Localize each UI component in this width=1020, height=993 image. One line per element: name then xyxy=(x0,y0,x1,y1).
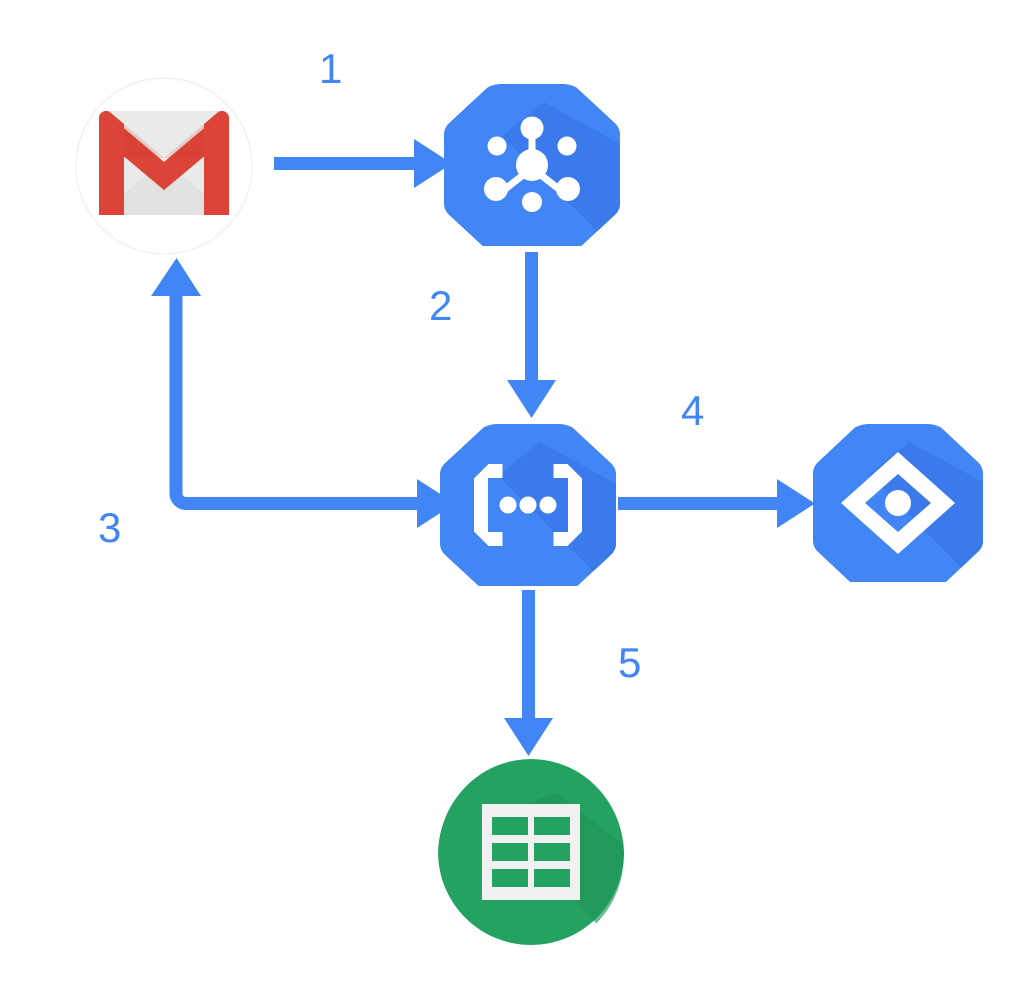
edges-layer xyxy=(151,139,815,756)
node-gmail-hit[interactable] xyxy=(76,78,252,254)
node-cloud-natural-language-hit[interactable] xyxy=(813,424,983,582)
node-cloud-functions-hit[interactable] xyxy=(440,424,616,586)
step-label-2: 2 xyxy=(429,282,453,329)
step-label-4: 4 xyxy=(681,387,705,434)
edge-4-functions-to-natural-language xyxy=(618,479,815,528)
edge-1-gmail-to-pubsub xyxy=(274,139,452,188)
step-label-5: 5 xyxy=(618,639,642,686)
node-cloud-pubsub-hit[interactable] xyxy=(444,84,620,246)
step-label-1: 1 xyxy=(319,45,343,92)
node-gmail xyxy=(75,77,253,255)
edge-3-functions-to-gmail xyxy=(151,258,455,528)
edge-2-pubsub-to-functions xyxy=(507,252,556,418)
google-sheets-glyph xyxy=(482,804,580,900)
gmail-icon xyxy=(98,110,230,215)
node-google-sheets-hit[interactable] xyxy=(438,759,624,945)
node-cloud-functions xyxy=(440,424,616,594)
cloud-pubsub-glyph xyxy=(484,116,580,212)
cloud-natural-language-glyph xyxy=(841,452,955,554)
node-cloud-pubsub xyxy=(444,84,620,254)
cloud-functions-glyph xyxy=(474,464,582,546)
edge-5-functions-to-sheets xyxy=(504,590,553,756)
node-google-sheets xyxy=(438,759,624,951)
step-label-3: 3 xyxy=(98,504,122,551)
node-cloud-natural-language xyxy=(813,424,983,590)
